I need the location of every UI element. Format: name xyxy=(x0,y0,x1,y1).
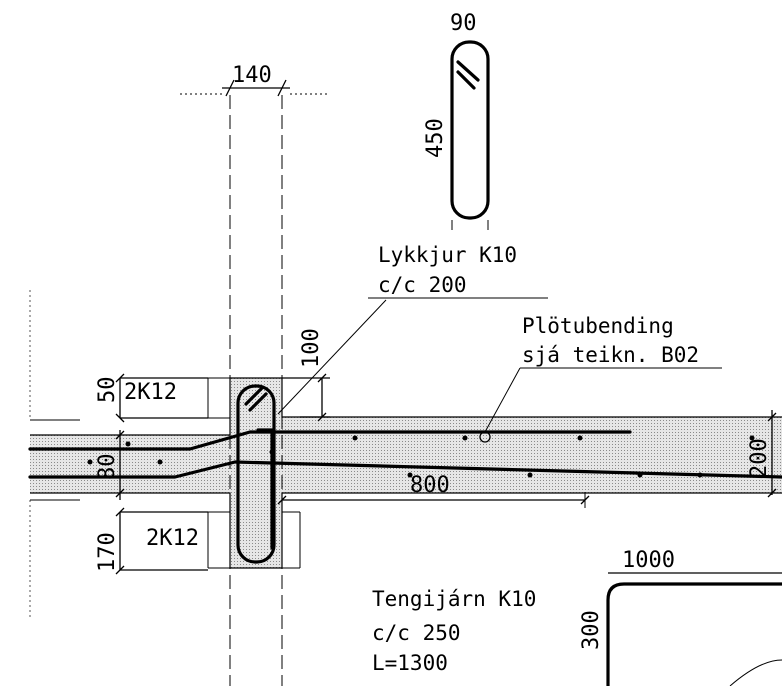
dim-1000: 1000 xyxy=(622,548,675,573)
tie-bar-shape xyxy=(606,582,782,686)
dim-50: 50 xyxy=(95,377,120,404)
label-top-bars: 2K12 xyxy=(124,380,177,405)
top-rebar xyxy=(28,430,632,451)
bottom-rebar xyxy=(28,460,782,479)
dim-200: 200 xyxy=(747,438,772,478)
dim-800: 800 xyxy=(410,473,450,498)
label-tie-name: Tengijárn K10 xyxy=(372,587,536,611)
label-slab-bend-ref: sjá teikn. B02 xyxy=(522,343,699,367)
dim-100: 100 xyxy=(299,328,324,368)
annotation-texts: 2K12 2K12 Lykkjur K10 c/c 200 Plötubendi… xyxy=(124,243,699,675)
column-stirrup xyxy=(236,384,276,564)
label-stirrup-spacing: c/c 200 xyxy=(378,273,467,297)
rebar-dots xyxy=(87,435,755,478)
column-section xyxy=(230,378,282,568)
dim-80: 80 xyxy=(95,454,120,481)
dim-170: 170 xyxy=(95,532,120,572)
dim-300: 300 xyxy=(579,610,604,650)
dim-450: 450 xyxy=(423,118,448,158)
label-stirrup-name: Lykkjur K10 xyxy=(378,243,517,267)
dim-90: 90 xyxy=(450,11,477,36)
leader-lines xyxy=(277,297,722,433)
rebars xyxy=(28,384,782,564)
dimension-lines xyxy=(115,79,782,575)
stirrup-shape-detail xyxy=(450,40,490,220)
label-slab-bend-name: Plötubending xyxy=(522,314,674,338)
label-tie-spacing: c/c 250 xyxy=(372,621,461,645)
label-tie-length: L=1300 xyxy=(372,651,448,675)
dim-140: 140 xyxy=(232,63,272,88)
label-bottom-bars: 2K12 xyxy=(146,526,199,551)
right-slab xyxy=(282,417,782,493)
dimension-texts: 140 90 450 50 80 170 100 800 200 1000 30… xyxy=(95,11,772,650)
